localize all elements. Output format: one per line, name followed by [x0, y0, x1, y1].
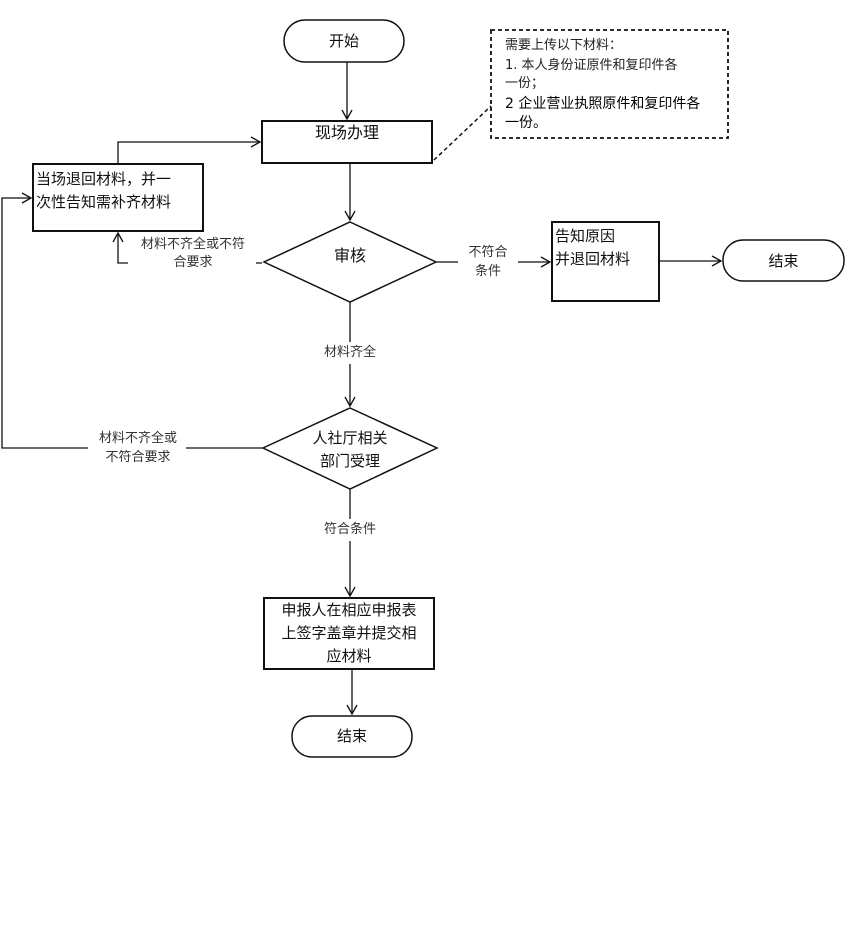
reason-return-box: [551, 221, 660, 302]
acceptance-label-line1: 人社厅相关: [312, 429, 388, 447]
start-label: 开始: [328, 32, 359, 50]
note-line4: 2 企业营业执照原件和复印件各: [505, 96, 701, 112]
edge-label-incomplete-2-line1: 材料不齐全或: [98, 431, 177, 446]
review-label: 审核: [333, 246, 366, 265]
acceptance-label-line2: 部门受理: [319, 452, 380, 470]
edge-label-incomplete-1-line2: 合要求: [173, 255, 213, 270]
edge-label-incomplete-2-line2: 不符合要求: [105, 450, 171, 465]
edge-return-to-onsite: [117, 136, 262, 164]
end-bottom-label: 结束: [336, 727, 367, 745]
onsite-label: 现场办理: [314, 123, 379, 142]
note-line1: 需要上传以下材料：: [505, 38, 623, 53]
note-line5: 一份。: [505, 115, 547, 131]
note-callout-line: [433, 105, 492, 161]
edge-label-incomplete-1-line1: 材料不齐全或不符: [140, 237, 245, 252]
reason-label-line1: 告知原因: [555, 227, 616, 245]
edge-label-complete: 材料齐全: [323, 345, 376, 360]
sign-label-line2: 上签字盖章并提交相: [281, 624, 417, 642]
start-terminal: [283, 19, 405, 63]
note-line2: 1. 本人身份证原件和复印件各: [505, 58, 678, 73]
edge-label-not-meet-line1: 不符合: [468, 245, 508, 260]
end-bottom-terminal: [291, 715, 413, 758]
note-line3: 一份；: [505, 76, 545, 91]
return-label-line2: 次性告知需补齐材料: [36, 193, 172, 211]
sign-label-line3: 应材料: [326, 647, 372, 665]
end-right-label: 结束: [768, 252, 799, 270]
sign-submit-box: [263, 597, 435, 670]
sign-label-line1: 申报人在相应申报表: [281, 601, 417, 619]
reason-label-line2: 并退回材料: [555, 250, 631, 268]
return-label-line1: 当场退回材料，并一: [36, 170, 172, 188]
onsite-process-box: [261, 120, 433, 164]
materials-note-box: [490, 29, 729, 139]
end-right-terminal: [722, 239, 845, 282]
edge-label-meet: 符合条件: [323, 522, 376, 537]
edge-label-not-meet-line2: 条件: [474, 264, 501, 279]
